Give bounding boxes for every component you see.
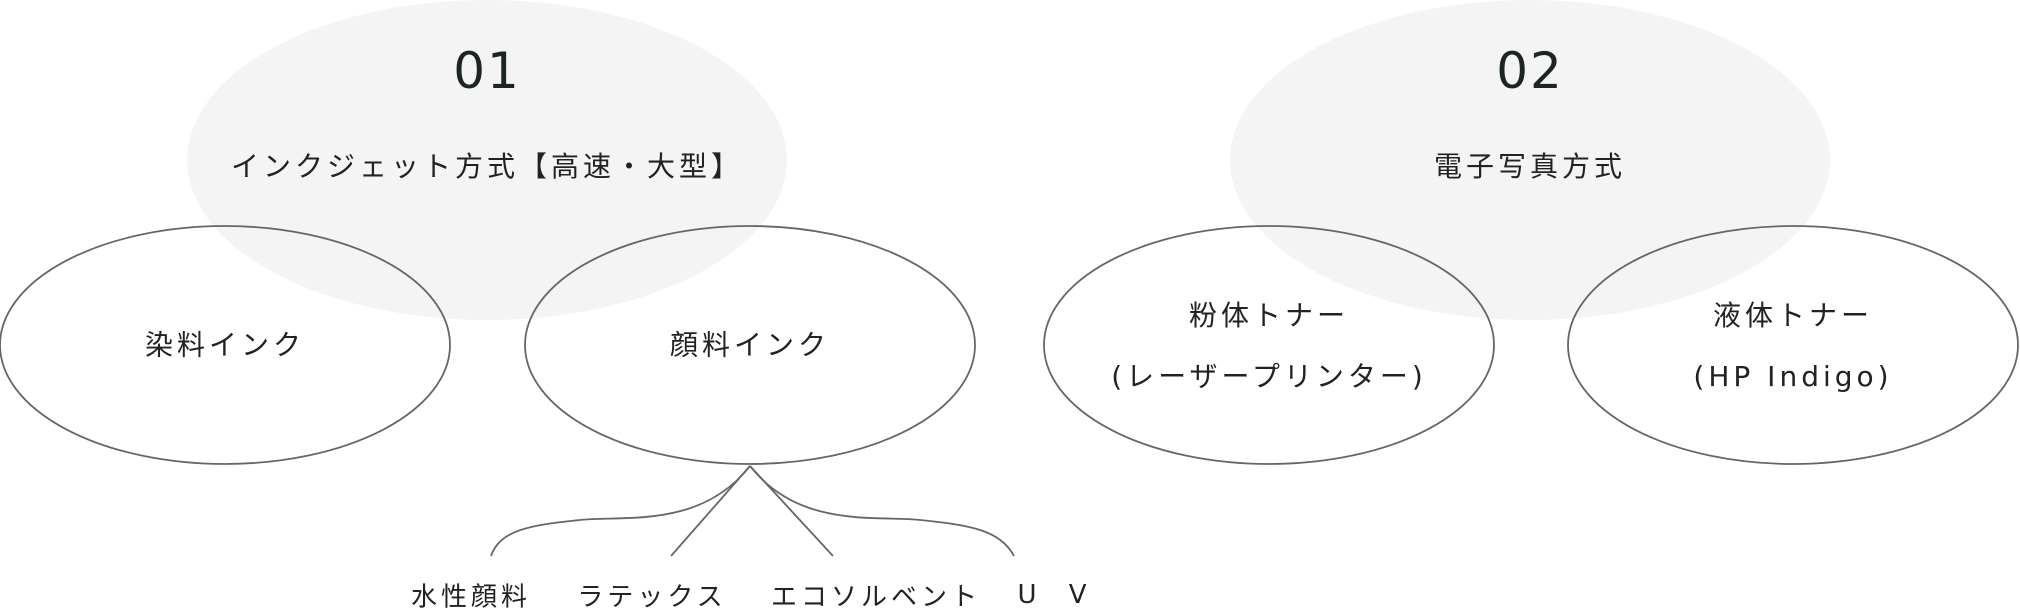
liquid-toner-note: (HP Indigo) [1693, 360, 1893, 393]
branch-line-latex [670, 465, 751, 557]
pigment-type-eco-solvent: エコソルベント [770, 582, 982, 613]
group-title-inkjet: インクジェット方式【高速・大型】 [230, 150, 744, 183]
group-bubble-01 [187, 0, 787, 320]
pigment-type-latex: ラテックス [577, 582, 727, 613]
powder-toner-note: (レーザープリンター) [1111, 360, 1427, 393]
group-bubble-02 [1230, 0, 1830, 320]
pigment-ink-label: 顔料インク [669, 328, 831, 362]
dye-ink-label: 染料インク [144, 328, 306, 362]
node-pigment-ink [524, 225, 976, 465]
pigment-type-uv: U V [1017, 580, 1099, 610]
pigment-type-water: 水性顔料 [410, 582, 532, 613]
node-powder-toner [1043, 225, 1495, 465]
node-dye-ink [0, 225, 451, 465]
branch-line-uv [749, 465, 1015, 557]
branch-line-water [490, 465, 751, 557]
powder-toner-label: 粉体トナー (レーザープリンター) [1111, 285, 1427, 407]
group-title-electrophoto: 電子写真方式 [1433, 150, 1627, 183]
liquid-toner-name: 液体トナー [1712, 299, 1873, 332]
group-number-02: 02 [1496, 42, 1564, 100]
powder-toner-name: 粉体トナー [1188, 299, 1350, 332]
liquid-toner-label: 液体トナー (HP Indigo) [1693, 285, 1892, 407]
node-liquid-toner [1567, 225, 2019, 465]
group-number-01: 01 [453, 42, 521, 100]
